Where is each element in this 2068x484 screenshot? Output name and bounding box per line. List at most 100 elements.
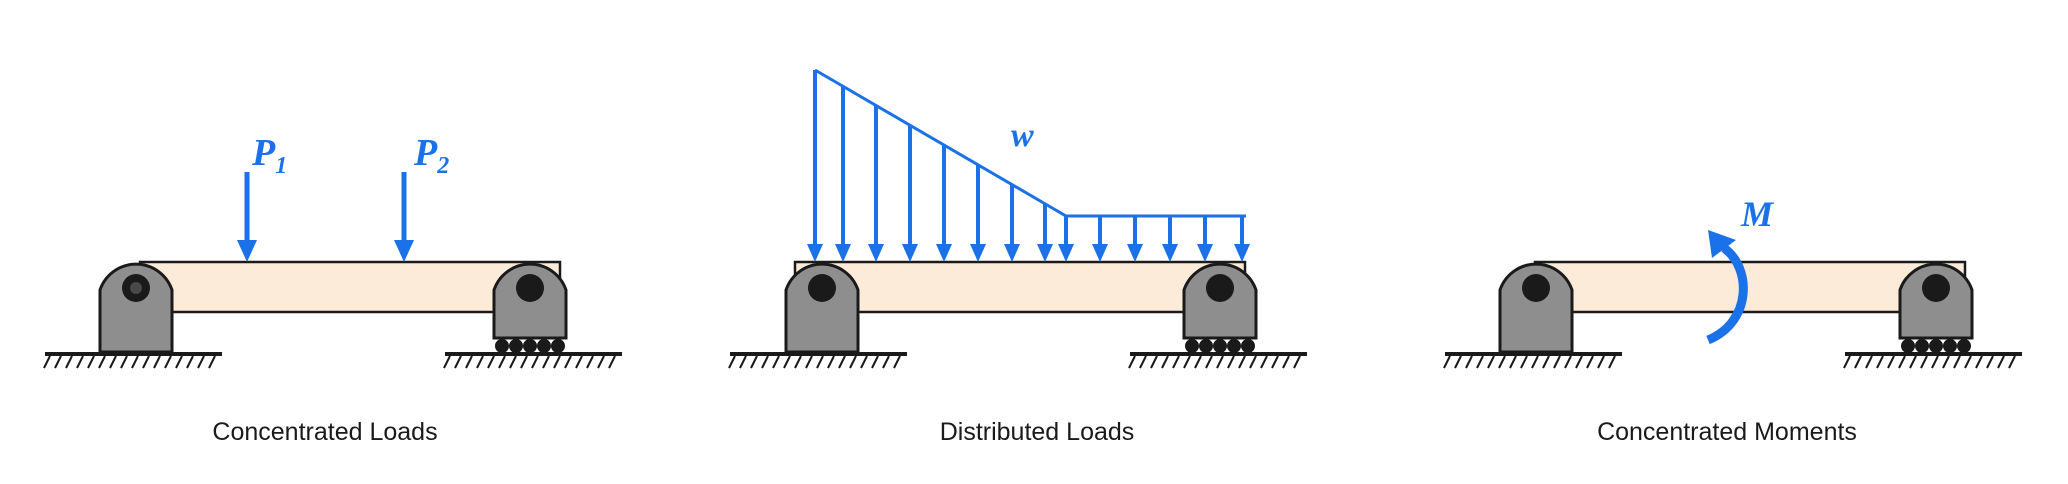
ground-hatch-line (1553, 355, 1561, 369)
ground-hatch-line (1986, 355, 1994, 369)
ground-hatch-line (838, 355, 846, 369)
load-arrow-p2 (394, 172, 414, 262)
load-label-p2: P2 (413, 132, 449, 179)
ground-hatch-line (1865, 355, 1873, 369)
ground-left (728, 352, 907, 369)
distributed-load-arrow-head (807, 244, 823, 262)
caption-distributed-loads: Distributed Loads (940, 418, 1135, 446)
ground-hatch-line (487, 355, 495, 369)
ground-hatch-line (2008, 355, 2016, 369)
ground-left (1443, 352, 1622, 369)
roller-wheel (495, 339, 509, 353)
ground-hatch-line (1487, 355, 1495, 369)
ground-hatch-line (1293, 355, 1301, 369)
ground-hatch-line (1443, 355, 1451, 369)
ground-hatch-line (1531, 355, 1539, 369)
ground-hatch-line (1942, 355, 1950, 369)
ground-hatch-line (1183, 355, 1191, 369)
ground-hatch-line (597, 355, 605, 369)
ground-hatch-line (1194, 355, 1202, 369)
roller-wheel (551, 339, 565, 353)
distributed-load-arrow-head (936, 244, 952, 262)
roller-support (1182, 262, 1258, 353)
ground-hatch-line (1498, 355, 1506, 369)
ground-hatch-line (1260, 355, 1268, 369)
ground-hatch-line (465, 355, 473, 369)
ground-hatch-line (208, 355, 216, 369)
distributed-load-arrow-head (1162, 244, 1178, 262)
panel-concentrated-moments: M Concentrated Moments (1443, 194, 2022, 446)
ground-left (43, 352, 222, 369)
ground-hatch-line (109, 355, 117, 369)
ground-hatch-line (1887, 355, 1895, 369)
ground-hatch-line (1854, 355, 1862, 369)
ground-hatch-line (98, 355, 106, 369)
ground-hatch-line (739, 355, 747, 369)
ground-hatch-line (1161, 355, 1169, 369)
roller-wheel (1199, 339, 1213, 353)
ground-hatch-line (586, 355, 594, 369)
moment-arrow (1706, 230, 1748, 345)
ground-hatch-line (1520, 355, 1528, 369)
ground-hatch-line (120, 355, 128, 369)
ground-hatch-line (1216, 355, 1224, 369)
pin-support (784, 262, 860, 354)
ground-hatch-line (849, 355, 857, 369)
ground-hatch-line (65, 355, 73, 369)
ground-hatch-line (1997, 355, 2005, 369)
ground-hatch-line (750, 355, 758, 369)
ground-hatch-line (1975, 355, 1983, 369)
ground-hatch-line (76, 355, 84, 369)
roller-wheel (1929, 339, 1943, 353)
ground-hatch-line (43, 355, 51, 369)
ground-hatch-line (564, 355, 572, 369)
ground-hatch-line (1476, 355, 1484, 369)
roller-wheel (1901, 339, 1915, 353)
ground-hatch-line (87, 355, 95, 369)
ground-hatch-line (1909, 355, 1917, 369)
ground-hatch-line (882, 355, 890, 369)
distributed-load-arrow-head (1234, 244, 1250, 262)
ground-hatch-line (827, 355, 835, 369)
ground-hatch-line (142, 355, 150, 369)
ground-hatch-line (860, 355, 868, 369)
ground-hatch-line (454, 355, 462, 369)
roller-wheel (1227, 339, 1241, 353)
panel-concentrated-loads: P1 P2 Concentrated Loads (43, 132, 622, 446)
ground-hatch-line (1227, 355, 1235, 369)
ground-hatch-line (1953, 355, 1961, 369)
roller-support (1898, 262, 1974, 353)
distributed-load-arrow-head (835, 244, 851, 262)
moment-label-m: M (1740, 194, 1775, 234)
roller-wheel (1185, 339, 1199, 353)
ground-right (443, 352, 622, 369)
ground-hatch-line (1597, 355, 1605, 369)
panel-distributed-loads: w Distributed Loads (728, 68, 1307, 446)
ground-hatch-line (805, 355, 813, 369)
ground-hatch-line (164, 355, 172, 369)
ground-hatch-line (1920, 355, 1928, 369)
ground-hatch-line (1509, 355, 1517, 369)
ground-hatch-line (153, 355, 161, 369)
ground-hatch-line (783, 355, 791, 369)
ground-hatch-line (761, 355, 769, 369)
distributed-load-arrow-head (1092, 244, 1108, 262)
ground-hatch-line (1282, 355, 1290, 369)
roller-wheel (1241, 339, 1255, 353)
ground-hatch-line (175, 355, 183, 369)
distributed-load-arrow-head (868, 244, 884, 262)
ground-hatch-line (131, 355, 139, 369)
ground-hatch-line (1139, 355, 1147, 369)
ground-hatch-line (476, 355, 484, 369)
ground-hatch-line (531, 355, 539, 369)
ground-hatch-line (1575, 355, 1583, 369)
ground-hatch-line (1964, 355, 1972, 369)
ground-hatch-line (871, 355, 879, 369)
ground-hatch-line (1876, 355, 1884, 369)
ground-hatch-line (520, 355, 528, 369)
ground-hatch-line (772, 355, 780, 369)
roller-wheel (1915, 339, 1929, 353)
ground-right (1128, 352, 1307, 369)
ground-right (1843, 352, 2022, 369)
